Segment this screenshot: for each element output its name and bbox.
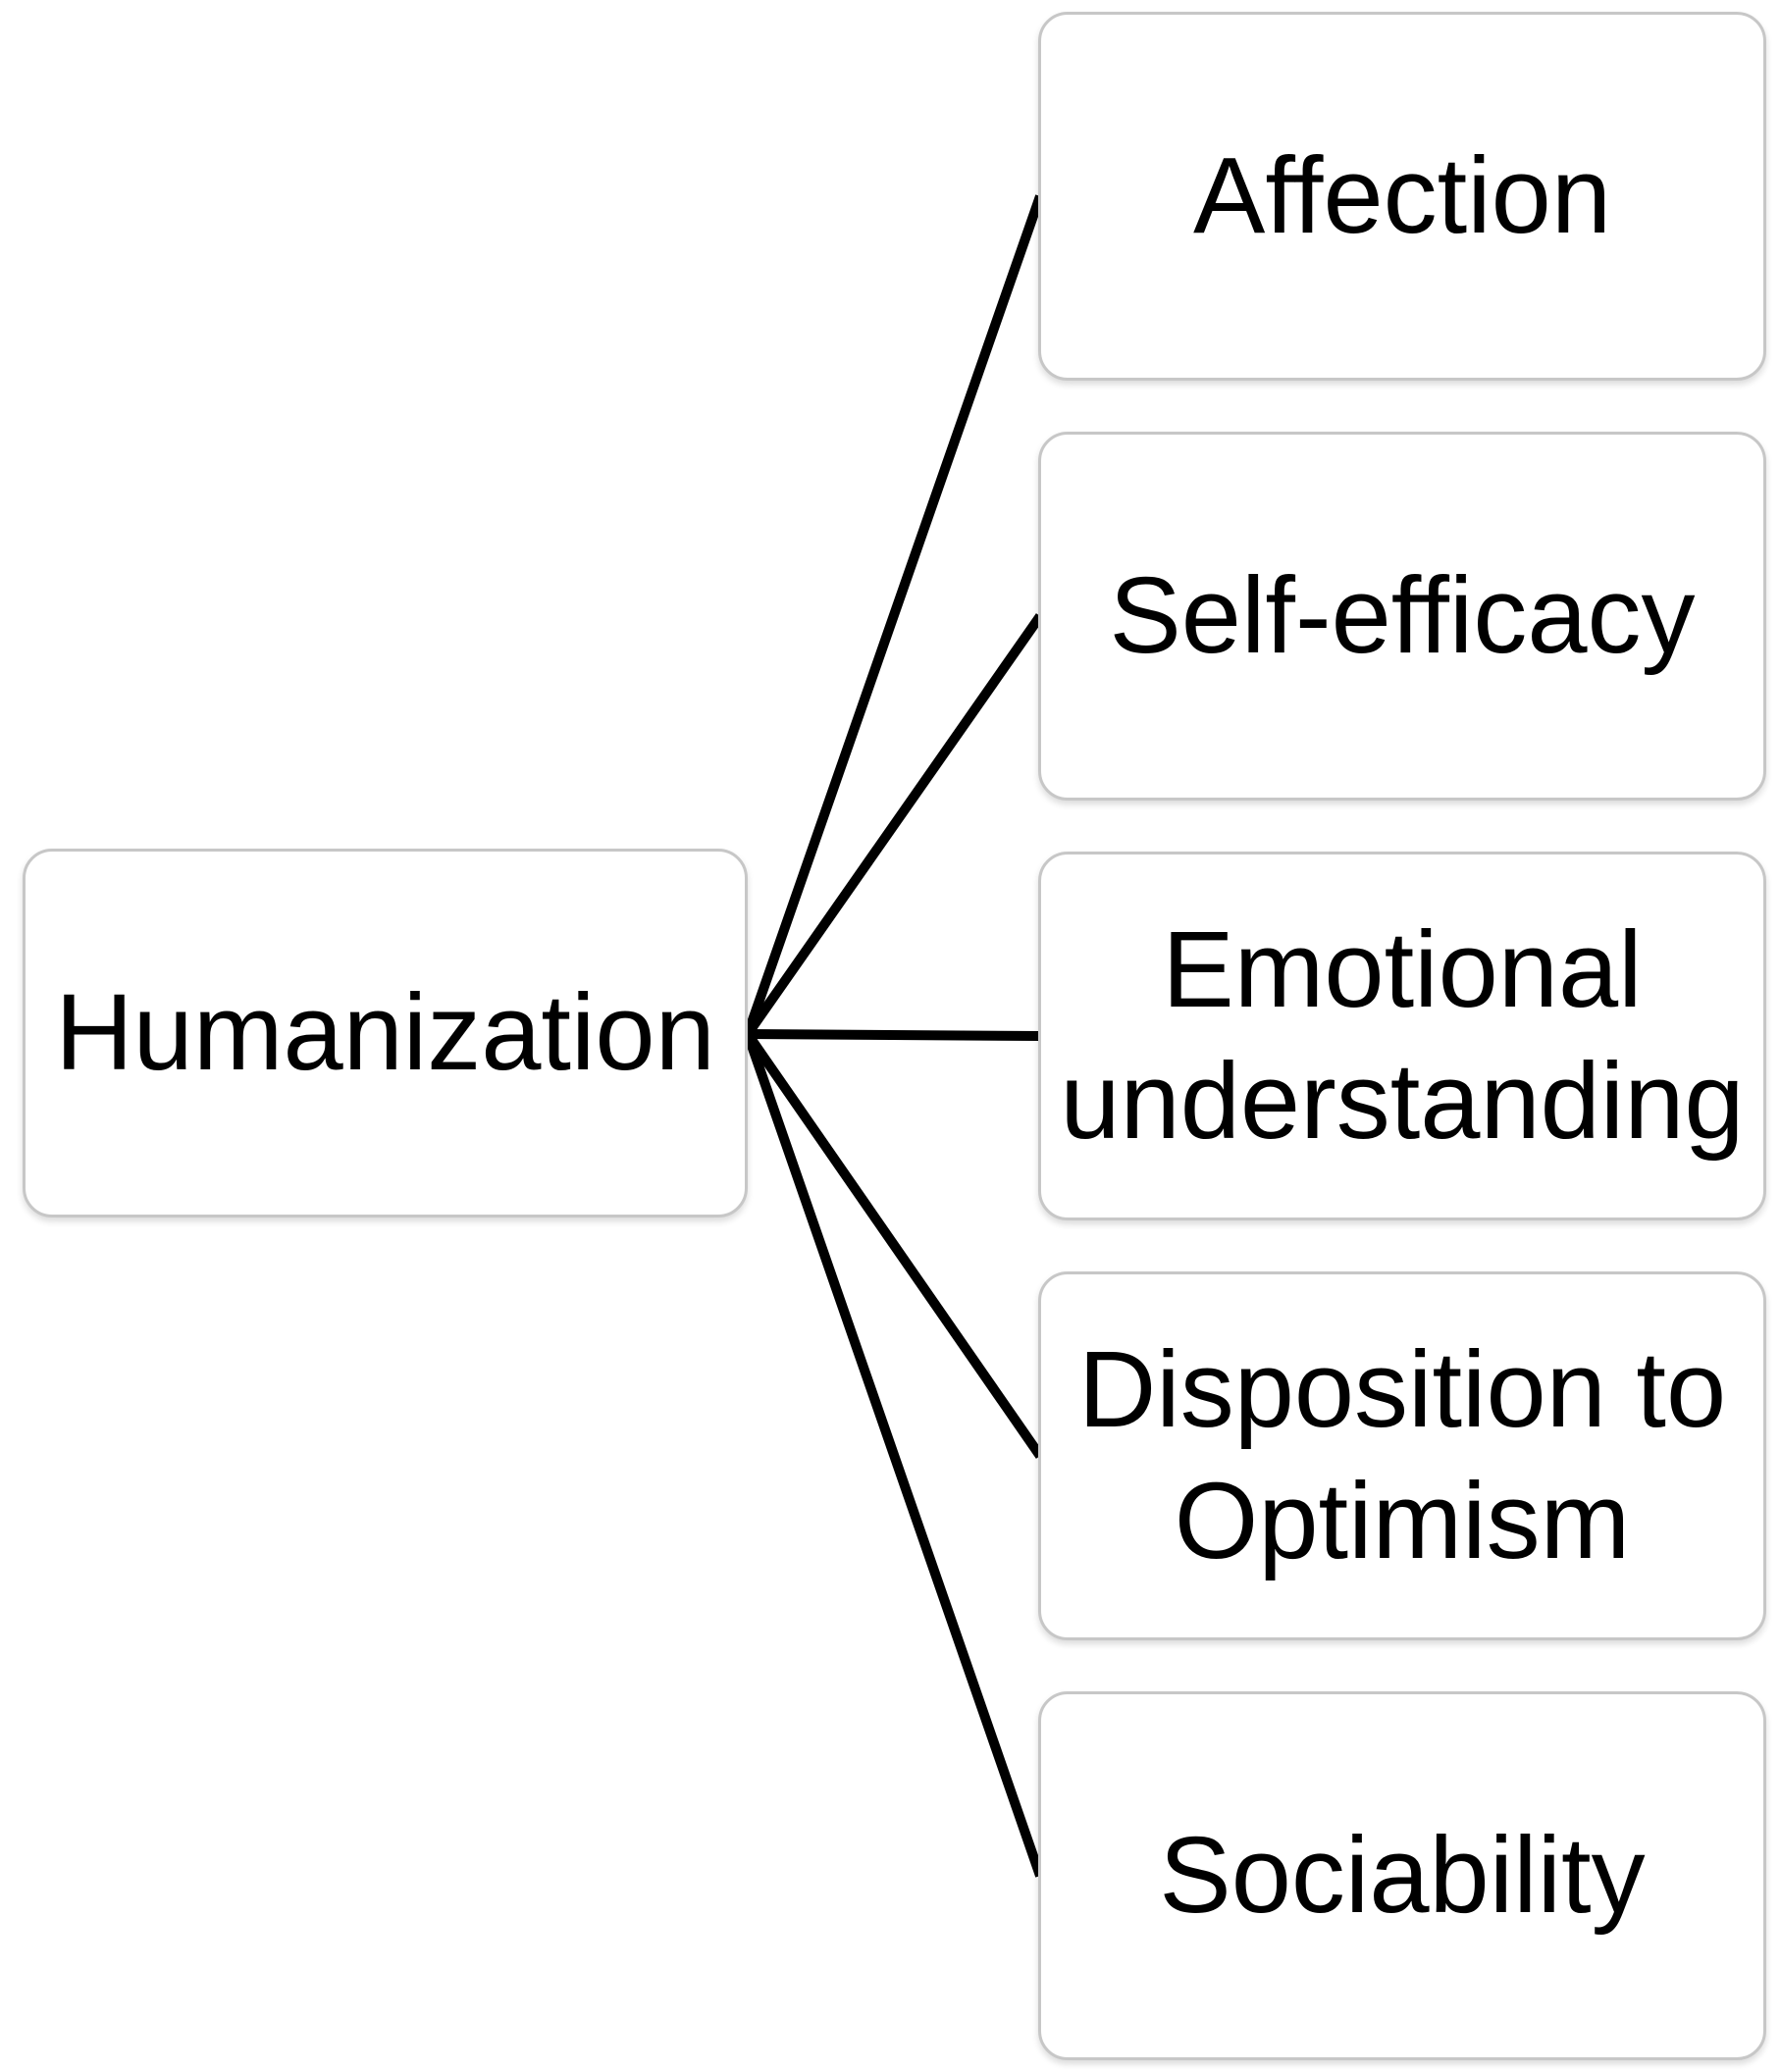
node-emotional-understanding: Emotional understanding xyxy=(1038,852,1766,1220)
node-humanization-label: Humanization xyxy=(55,971,715,1093)
node-self-efficacy: Self-efficacy xyxy=(1038,432,1766,801)
node-affection: Affection xyxy=(1038,12,1766,381)
node-sociability: Sociability xyxy=(1038,1691,1766,2060)
node-self-efficacy-label: Self-efficacy xyxy=(1109,554,1696,676)
node-humanization: Humanization xyxy=(23,849,748,1217)
connector-humanization-disposition-to-optimism xyxy=(743,1031,1045,1459)
node-emotional-understanding-label: Emotional understanding xyxy=(1060,908,1745,1162)
connector-humanization-self-efficacy xyxy=(743,613,1045,1037)
connector-humanization-sociability xyxy=(743,1032,1045,1878)
node-disposition-to-optimism-label: Disposition to Optimism xyxy=(1077,1328,1727,1581)
connector-humanization-emotional-understanding xyxy=(747,1029,1041,1041)
node-disposition-to-optimism: Disposition to Optimism xyxy=(1038,1271,1766,1640)
node-sociability-label: Sociability xyxy=(1159,1814,1646,1936)
node-affection-label: Affection xyxy=(1192,134,1612,256)
connector-humanization-affection xyxy=(743,194,1045,1036)
